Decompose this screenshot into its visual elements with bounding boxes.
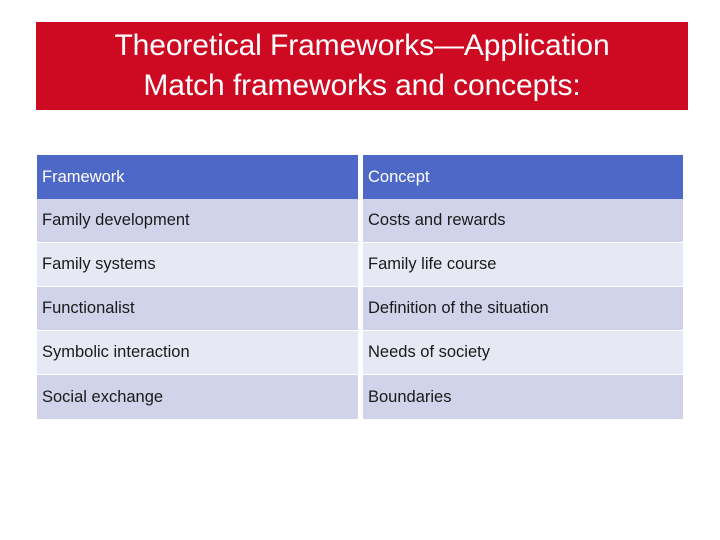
cell-concept: Needs of society bbox=[363, 331, 683, 375]
table-header-row: Framework Concept bbox=[37, 155, 683, 199]
frameworks-concepts-table: Framework Concept Family development Cos… bbox=[37, 155, 683, 419]
cell-framework: Functionalist bbox=[37, 287, 358, 331]
table-row: Social exchange Boundaries bbox=[37, 375, 683, 419]
slide-title-line-1: Theoretical Frameworks—Application bbox=[114, 29, 610, 62]
row-divider-gap bbox=[358, 331, 363, 375]
cell-concept: Definition of the situation bbox=[363, 287, 683, 331]
cell-concept: Boundaries bbox=[363, 375, 683, 419]
table-row: Family development Costs and rewards bbox=[37, 199, 683, 243]
slide-title-banner: Theoretical Frameworks—Application Match… bbox=[36, 22, 688, 110]
cell-concept: Costs and rewards bbox=[363, 199, 683, 243]
table-row: Functionalist Definition of the situatio… bbox=[37, 287, 683, 331]
matching-table-container: Framework Concept Family development Cos… bbox=[37, 155, 683, 419]
cell-framework: Symbolic interaction bbox=[37, 331, 358, 375]
row-divider-gap bbox=[358, 243, 363, 287]
cell-concept: Family life course bbox=[363, 243, 683, 287]
column-divider-gap bbox=[358, 155, 363, 199]
slide-title-line-2: Match frameworks and concepts: bbox=[143, 69, 581, 102]
table-row: Symbolic interaction Needs of society bbox=[37, 331, 683, 375]
cell-framework: Social exchange bbox=[37, 375, 358, 419]
column-header-framework: Framework bbox=[37, 155, 358, 199]
cell-framework: Family systems bbox=[37, 243, 358, 287]
column-header-concept: Concept bbox=[363, 155, 683, 199]
row-divider-gap bbox=[358, 199, 363, 243]
row-divider-gap bbox=[358, 375, 363, 419]
table-row: Family systems Family life course bbox=[37, 243, 683, 287]
cell-framework: Family development bbox=[37, 199, 358, 243]
row-divider-gap bbox=[358, 287, 363, 331]
